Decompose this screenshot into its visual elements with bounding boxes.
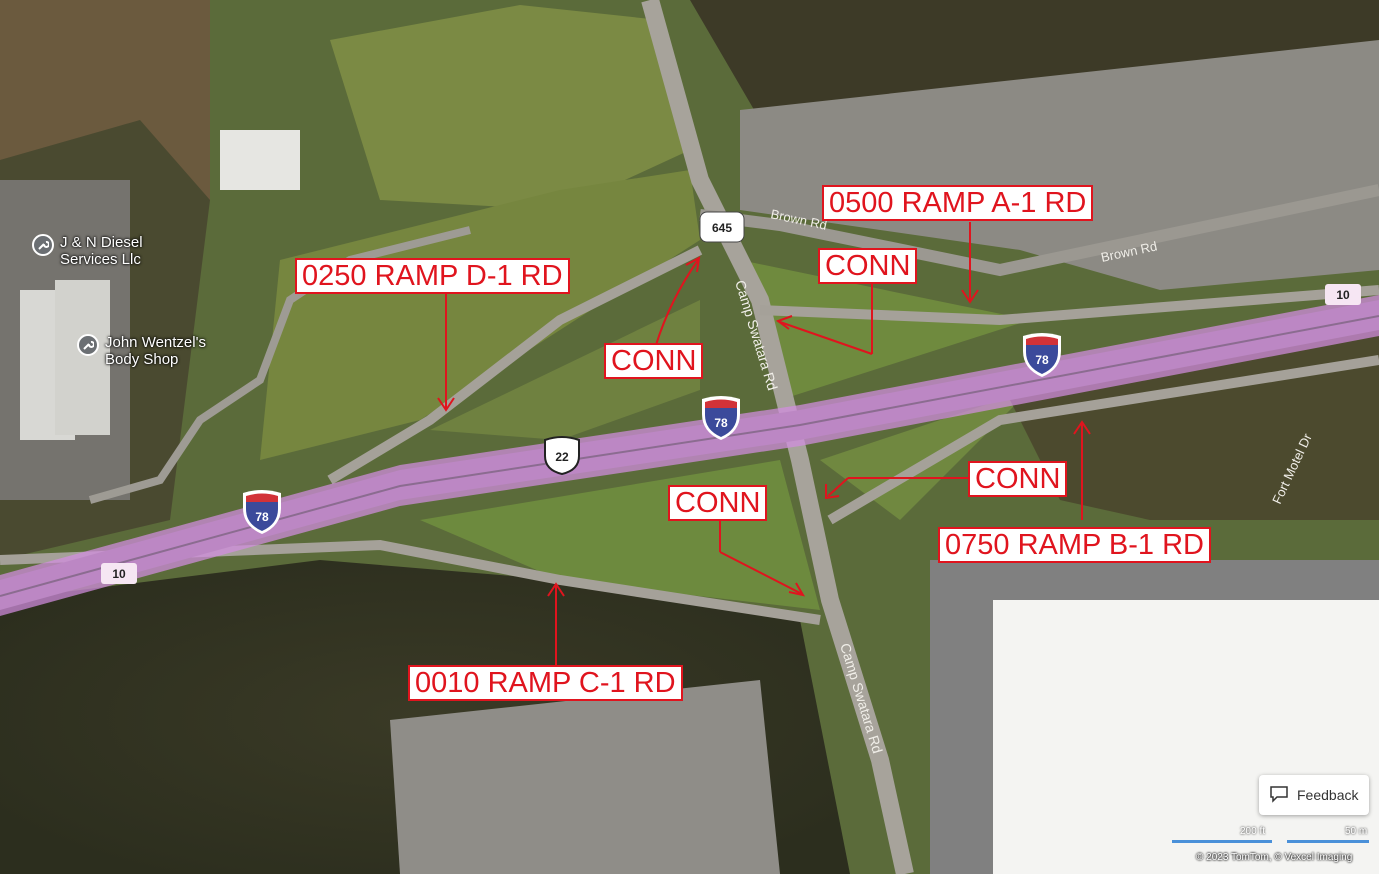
callout-conn-east: CONN (968, 461, 1068, 497)
us-route-shield: 22 (544, 436, 580, 476)
exit-marker-west: 10 (101, 563, 137, 584)
callout-ramp-d1: 0250 RAMP D-1 RD (295, 258, 570, 294)
poi-john-wentzel[interactable]: John Wentzel's Body Shop (77, 334, 206, 368)
svg-text:22: 22 (555, 450, 569, 464)
wrench-icon (77, 334, 99, 356)
svg-text:78: 78 (1035, 353, 1049, 367)
interstate-shield-3: 78 (1023, 333, 1061, 377)
state-route-marker: 645 (699, 211, 745, 243)
feedback-button[interactable]: Feedback (1259, 775, 1369, 815)
scale-bar-meters (1287, 840, 1369, 843)
exit-marker-east: 10 (1325, 284, 1361, 305)
wrench-icon (32, 234, 54, 256)
svg-text:78: 78 (714, 416, 728, 430)
callout-conn-south: CONN (668, 485, 768, 521)
scale-meters: 50 m (1345, 826, 1368, 837)
scale-bar-feet (1172, 840, 1272, 843)
svg-text:10: 10 (1336, 288, 1350, 302)
poi-label: John Wentzel's Body Shop (105, 334, 206, 368)
callout-ramp-a1: 0500 RAMP A-1 RD (822, 185, 1094, 221)
svg-text:645: 645 (712, 221, 732, 235)
map-attribution: © 2023 TomTom, © Vexcel Imaging (1196, 852, 1353, 863)
poi-label: J & N Diesel Services Llc (60, 234, 143, 268)
feedback-label: Feedback (1297, 787, 1359, 803)
callout-conn-west: CONN (604, 343, 704, 379)
scale-feet: 200 ft (1240, 826, 1266, 837)
svg-text:78: 78 (255, 510, 269, 524)
poi-jn-diesel[interactable]: J & N Diesel Services Llc (32, 234, 143, 268)
chat-bubble-icon (1269, 785, 1289, 806)
interstate-shield-2: 78 (702, 396, 740, 440)
annotation-arrows (437, 222, 1091, 665)
callout-ramp-c1: 0010 RAMP C-1 RD (408, 665, 683, 701)
callout-ramp-b1: 0750 RAMP B-1 RD (938, 527, 1211, 563)
interstate-shield-1: 78 (243, 490, 281, 534)
svg-text:10: 10 (112, 567, 126, 581)
callout-conn-north: CONN (818, 248, 918, 284)
